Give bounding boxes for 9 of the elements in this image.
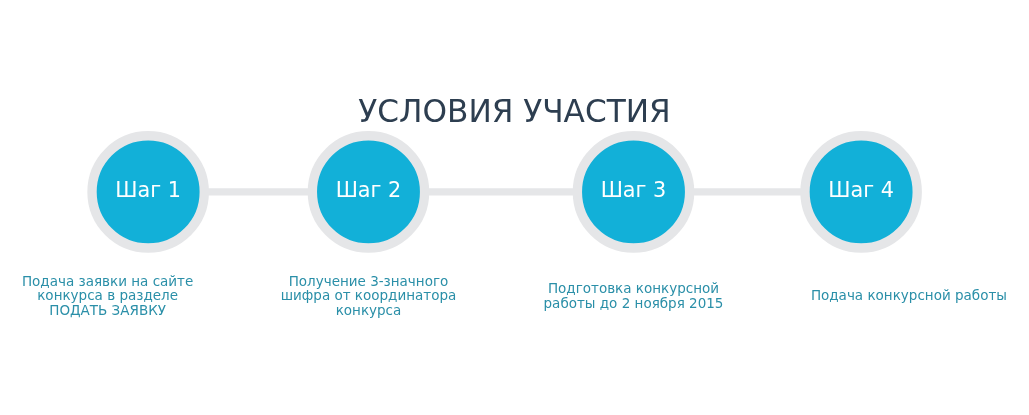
node-circle: Шаг 1: [87, 130, 209, 253]
node-circle: Шаг 4: [800, 130, 922, 253]
node-label: Подготовка конкурсной работы до 2 ноября 2015: [543, 279, 724, 311]
node-label: Подача конкурсной работы: [810, 286, 1007, 303]
node-label: Подача заявки на сайте конкурса в разделе ПОДАТЬ ЗАЯВКУ: [21, 272, 194, 318]
diagram-title: УСЛОВИЯ УЧАСТИЯ: [358, 92, 671, 129]
node-circle: Шаг 2: [307, 130, 430, 253]
node-circle: Шаг 3: [572, 130, 695, 253]
node-label: Получение 3-значного шифра от координатора конкурса: [280, 272, 457, 318]
